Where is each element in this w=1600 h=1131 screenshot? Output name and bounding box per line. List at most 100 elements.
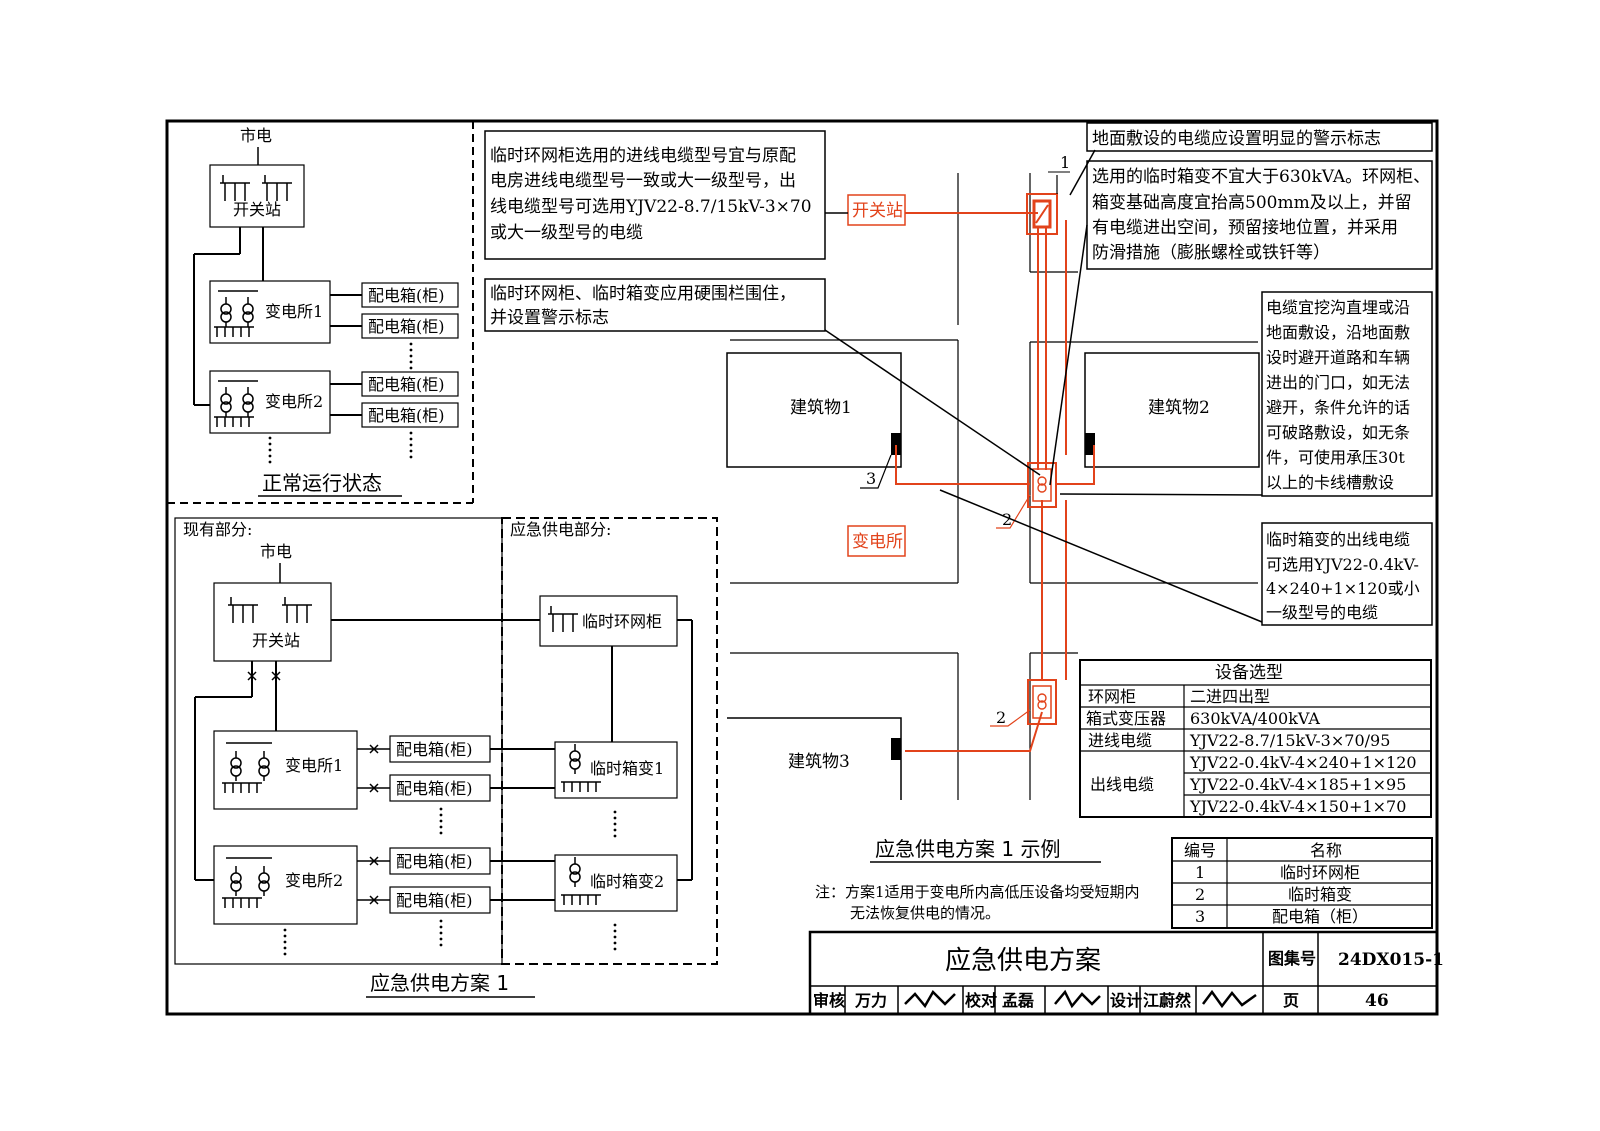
switch-station-box — [209, 164, 305, 228]
switch-station-tag — [847, 194, 906, 226]
substation-tag — [847, 525, 906, 557]
dist-box-2 — [361, 313, 459, 339]
footnote-line2: 无法恢复供电的情况。 — [850, 904, 1000, 922]
switch-station-tag-label: 开关站 — [852, 201, 903, 221]
substation2-label-2: 变电所2 — [285, 871, 343, 890]
dist-box-5-label: 配电箱(柜) — [396, 740, 473, 759]
ring-main-unit-symbol — [1026, 193, 1058, 235]
city-power-label-2: 市电 — [260, 542, 292, 561]
note5-line8: 以上的卡线槽敷设 — [1266, 473, 1394, 492]
dist-box-6-label: 配电箱(柜) — [396, 779, 473, 798]
note6-line1: 临时箱变的出线电缆 — [1266, 530, 1410, 549]
substation1-box-2 — [213, 730, 358, 810]
footnote-line1: 注：方案1适用于变电所内高低压设备均受短期内 — [815, 883, 1140, 901]
equip-out-value2: YJV22-0.4kV-4×185+1×95 — [1189, 775, 1406, 794]
legend-row2-name: 临时箱变 — [1288, 885, 1352, 904]
leader-num-1: 1 — [1060, 153, 1070, 172]
legend-row1-name: 临时环网柜 — [1280, 863, 1360, 882]
building2 — [1084, 352, 1260, 468]
normal-operation-diagram: 市电 开关站 变电所1 变电所2 配电箱(柜) 配电箱(柜) 配电 — [167, 121, 474, 504]
note5-line7: 件，可使用承压30t — [1266, 448, 1405, 467]
emergency-scheme-diagram: 现有部分: 应急供电部分: 市电 开关站 变电所1 变电所2 — [174, 517, 718, 998]
equip-row2-label: 箱式变压器 — [1086, 709, 1166, 728]
note-box-trafo-capacity: 选用的临时箱变不宜大于630kVA。环网柜、 箱变基础高度宜抬高500mm及以上… — [1086, 160, 1433, 270]
note1-line1: 临时环网柜选用的进线电缆型号宜与原配 — [490, 146, 796, 166]
emergency-part-frame — [501, 517, 718, 965]
note2-line2: 并设置警示标志 — [490, 308, 609, 328]
note5-line5: 避开，条件允许的话 — [1266, 398, 1410, 417]
drawing-title: 应急供电方案 — [945, 946, 1101, 976]
note-output-cable: 临时箱变的出线电缆 可选用YJV22-0.4kV- 4×240+1×120或小 … — [1261, 522, 1433, 626]
leader-num-2: 2 — [1002, 510, 1012, 529]
equip-row3-value: YJV22-8.7/15kV-3×70/95 — [1189, 731, 1390, 750]
substation2-box — [209, 370, 331, 434]
equipment-selection-table: 设备选型 环网柜 二进四出型 箱式变压器 630kVA/400kVA 进线电缆 … — [1079, 659, 1432, 818]
switch-station-label: 开关站 — [233, 200, 281, 219]
substation1-label-2: 变电所1 — [285, 756, 343, 775]
temp-ring-main-label: 临时环网柜 — [582, 612, 662, 631]
designer-signature — [1202, 989, 1257, 1009]
legend-row3-num: 3 — [1195, 907, 1205, 926]
dist-box-3 — [361, 371, 459, 397]
dist-box-4 — [361, 402, 459, 428]
equip-row2-value: 630kVA/400kVA — [1190, 709, 1320, 728]
switch-station-label-2: 开关站 — [252, 631, 300, 650]
legend-col-name: 名称 — [1310, 841, 1342, 860]
review-label: 审核 — [813, 991, 845, 1010]
designer-name: 江蔚然 — [1143, 991, 1191, 1010]
note6-line4: 一级型号的电缆 — [1266, 603, 1378, 622]
dist-box-2-label: 配电箱(柜) — [368, 317, 445, 336]
temp-box-trafo2 — [554, 854, 678, 912]
note4-line1: 选用的临时箱变不宜大于630kVA。环网柜、 — [1092, 167, 1430, 187]
note-cable-laying: 电缆宜挖沟直埋或沿 地面敷设，沿地面敷 设时避开道路和车辆 进出的门口，如无法 … — [1261, 291, 1433, 497]
design-label: 设计 — [1110, 991, 1142, 1010]
leader-num-3: 3 — [866, 469, 876, 488]
note1-line4: 或大一级型号的电缆 — [490, 223, 643, 243]
note4-line2: 箱变基础高度宜抬高500mm及以上，并留 — [1092, 193, 1412, 213]
substation2-label: 变电所2 — [265, 392, 323, 411]
substation-tag-label: 变电所 — [852, 532, 903, 552]
substation1-label: 变电所1 — [265, 302, 323, 321]
equip-row3-label: 进线电缆 — [1088, 731, 1152, 750]
title-block: 应急供电方案 图集号 24DX015-1 审核 万力 校对 孟磊 设计 江蔚然 … — [808, 930, 1444, 1016]
sheet-frame — [165, 119, 1439, 1016]
page-number: 46 — [1365, 991, 1389, 1011]
legend-row1-num: 1 — [1195, 863, 1205, 882]
city-power-label: 市电 — [240, 126, 272, 145]
building2-label: 建筑物2 — [1148, 398, 1210, 418]
equip-out-label: 出线电缆 — [1090, 775, 1154, 794]
legend-row2-num: 2 — [1195, 885, 1205, 904]
leader-num-2b: 2 — [996, 708, 1006, 727]
equip-row1-value: 二进四出型 — [1190, 687, 1270, 706]
note2-line1: 临时环网柜、临时箱变应用硬围栏围住， — [490, 284, 796, 304]
building1 — [726, 352, 902, 468]
note1-line2: 电房进线电缆型号一致或大一级型号，出 — [490, 171, 796, 191]
building3-label: 建筑物3 — [788, 752, 850, 772]
note6-line3: 4×240+1×120或小 — [1266, 579, 1420, 598]
note6-line2: 可选用YJV22-0.4kV- — [1266, 555, 1419, 574]
note5-line1: 电缆宜挖沟直埋或沿 — [1266, 298, 1410, 317]
box-trafo-symbol-2 — [1027, 679, 1057, 725]
dist-box-8-label: 配电箱(柜) — [396, 891, 473, 910]
checker-signature — [1054, 989, 1101, 1009]
temp-box-trafo1-label: 临时箱变1 — [590, 759, 664, 778]
note1-line3: 线电缆型号可选用YJV22-8.7/15kV-3×70 — [490, 197, 812, 217]
building3 — [727, 717, 902, 800]
note-fence: 临时环网柜、临时箱变应用硬围栏围住， 并设置警示标志 — [484, 278, 826, 332]
check-label: 校对 — [965, 991, 997, 1010]
legend-col-num: 编号 — [1184, 841, 1216, 860]
note5-line3: 设时避开道路和车辆 — [1266, 348, 1410, 367]
equip-table-title: 设备选型 — [1215, 663, 1283, 683]
substation2-box-2 — [213, 845, 358, 925]
dist-box-1-label: 配电箱(柜) — [368, 286, 445, 305]
emergency-part-label: 应急供电部分: — [510, 520, 611, 539]
note-cable-type: 临时环网柜选用的进线电缆型号宜与原配 电房进线电缆型号一致或大一级型号，出 线电… — [484, 130, 826, 260]
substation1-box — [209, 280, 331, 344]
emergency-scheme-caption: 应急供电方案 1 — [370, 971, 509, 995]
temp-box-trafo2-label: 临时箱变2 — [590, 872, 664, 891]
note3-text: 地面敷设的电缆应设置明显的警示标志 — [1092, 129, 1381, 149]
site-caption: 应急供电方案 1 示例 — [875, 837, 1060, 861]
note4-line3: 有电缆进出空间，预留接地位置，并采用 — [1092, 218, 1398, 238]
legend-table: 编号 名称 1 临时环网柜 2 临时箱变 3 配电箱（柜） — [1171, 837, 1433, 929]
